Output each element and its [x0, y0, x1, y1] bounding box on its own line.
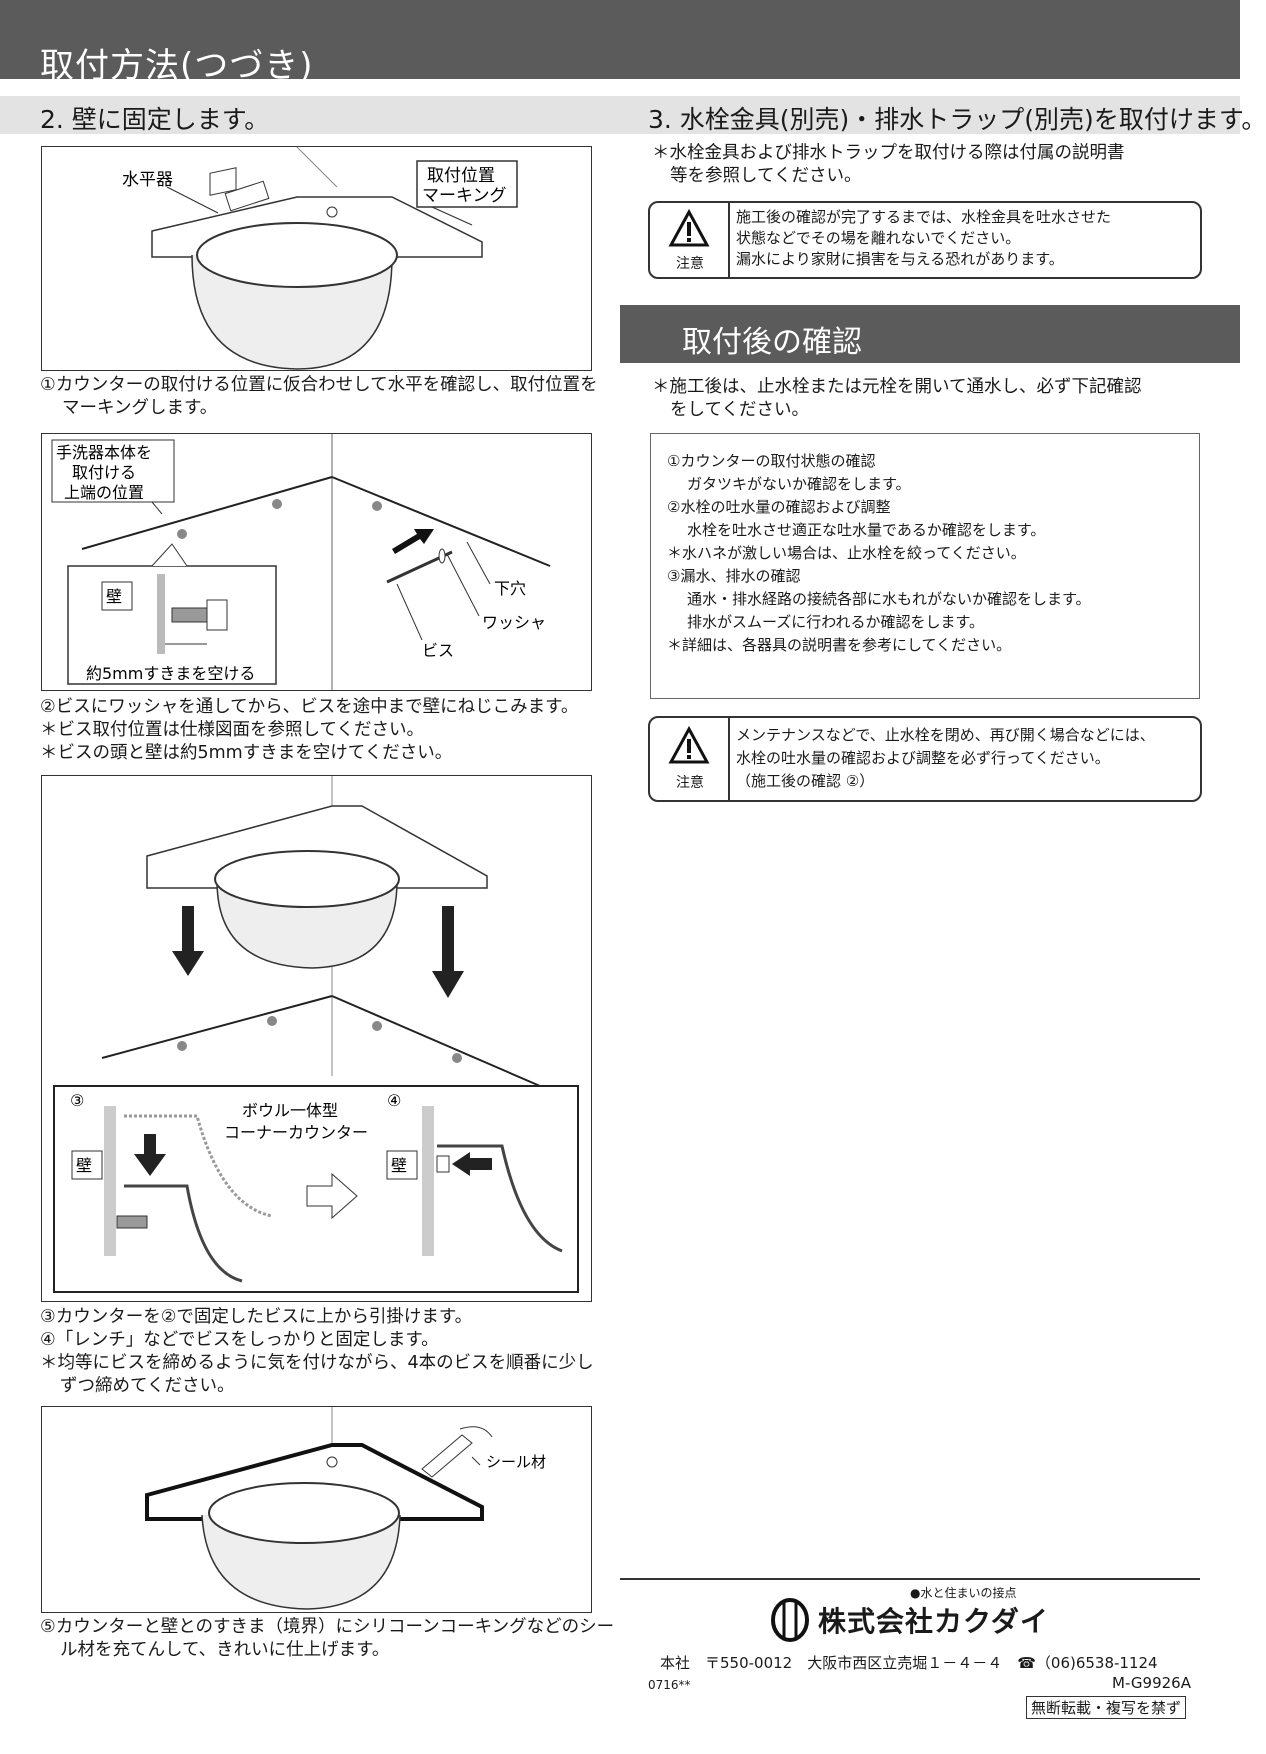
- caption-1-line2: マーキングします。: [62, 398, 218, 418]
- step-4-marker: ④: [387, 1091, 401, 1110]
- caption-4-line1: ⑤カウンターと壁とのすきま（境界）にシリコーンコーキングなどのシー: [40, 1617, 615, 1637]
- check-2-note: ＊水ハネが激しい場合は、止水栓を絞ってください。: [667, 544, 1026, 562]
- top-pos-label-2: 取付ける: [72, 463, 136, 482]
- figure-screw-install: 手洗器本体を 取付ける 上端の位置 壁 約5mmすきまを空ける 下穴 ワッシャ …: [41, 433, 592, 691]
- page-header: 取付方法(つづき): [0, 0, 1240, 86]
- caution-box-1: 注意 施工後の確認が完了するまでは、水栓金具を吐水させた 状態などでその場を離れ…: [648, 201, 1202, 279]
- after-install-header: 取付後の確認: [620, 305, 1240, 363]
- caption-3-line3: ＊均等にビスを締めるように気を付けながら、4本のビスを順番に少し: [40, 1353, 594, 1373]
- top-pos-label-1: 手洗器本体を: [56, 443, 152, 462]
- check-1-title: ①カウンターの取付状態の確認: [667, 452, 876, 470]
- company-logo-icon: [771, 1598, 809, 1642]
- warning-icon: [668, 725, 710, 764]
- caution-2-line2: 水栓の吐水量の確認および調整を必ず行ってください。: [736, 749, 1110, 767]
- figure-hang-counter: ③ ④ 壁 ボウル一体型 コーナーカウンター 壁: [41, 775, 592, 1302]
- header-underline: [0, 79, 1240, 82]
- top-pos-label-3: 上端の位置: [64, 483, 144, 502]
- company-name: 株式会社カクダイ: [818, 1605, 1049, 1638]
- check-1-desc: ガタツキがないか確認をします。: [687, 475, 911, 493]
- check-list-box: ①カウンターの取付状態の確認 ガタツキがないか確認をします。 ②水栓の吐水量の確…: [650, 433, 1200, 699]
- company-tagline: ●水と住まいの接点: [910, 1586, 1017, 1600]
- caption-1-line1: ①カウンターの取付ける位置に仮合わせして水平を確認し、取付位置を: [40, 375, 598, 395]
- caution-label-2: 注意: [676, 775, 704, 791]
- counter-label-2: コーナーカウンター: [224, 1123, 368, 1142]
- caption-3-line2: ④「レンチ」などでビスをしっかりと固定します。: [40, 1330, 439, 1350]
- step2-title: 2. 壁に固定します。: [40, 105, 270, 134]
- caption-2-line2: ＊ビス取付位置は仕様図面を参照してください。: [40, 720, 424, 740]
- model-number: M-G9926A: [1112, 1674, 1191, 1692]
- hole-label: 下穴: [494, 579, 526, 598]
- washer-label: ワッシャ: [482, 613, 546, 632]
- doc-code: 0716**: [648, 1678, 691, 1692]
- wall-label-4: 壁: [391, 1156, 407, 1175]
- caption-2-line3: ＊ビスの頭と壁は約5mmすきまを空けてください。: [40, 743, 453, 763]
- caution-box-2: 注意 メンテナンスなどで、止水栓を閉め、再び開く場合などには、 水栓の吐水量の確…: [648, 716, 1202, 802]
- wall-label: 壁: [106, 587, 122, 606]
- step3-note-line1: ＊水栓金具および排水トラップを取付ける際は付属の説明書: [652, 143, 1125, 163]
- after-note-line2: をしてください。: [670, 400, 809, 420]
- marking-label-2: マーキング: [422, 186, 507, 206]
- marking-label-1: 取付位置: [427, 166, 495, 186]
- check-2-desc: 水栓を吐水させ適正な吐水量であるか確認をします。: [687, 521, 1046, 539]
- warning-icon: [668, 208, 710, 247]
- caption-2-line1: ②ビスにワッシャを通してから、ビスを途中まで壁にねじこみます。: [40, 697, 579, 717]
- section-bar: 2. 壁に固定します。 3. 水栓金具(別売)・排水トラップ(別売)を取付けます…: [0, 96, 1266, 134]
- company-address: 本社 〒550-0012 大阪市西区立売堀１－４－４ ☎（06)6538-112…: [660, 1654, 1158, 1672]
- after-install-title: 取付後の確認: [682, 325, 862, 360]
- step3-title: 3. 水栓金具(別売)・排水トラップ(別売)を取付けます。: [648, 105, 1266, 134]
- caution-label-1: 注意: [676, 256, 704, 272]
- sealant-label: シール材: [486, 1453, 546, 1471]
- caption-3-line4: ずつ締めてください。: [60, 1376, 235, 1396]
- caution-1-line1: 施工後の確認が完了するまでは、水栓金具を吐水させた: [736, 208, 1112, 226]
- caution-2-line1: メンテナンスなどで、止水栓を閉め、再び開く場合などには、: [736, 726, 1155, 744]
- caution-2-line3: （施工後の確認 ②）: [736, 772, 875, 790]
- check-3-desc1: 通水・排水経路の接続各部に水もれがないか確認をします。: [687, 590, 1091, 608]
- check-2-title: ②水栓の吐水量の確認および調整: [667, 498, 891, 516]
- caption-3-line1: ③カウンターを②で固定したビスに上から引掛けます。: [40, 1307, 473, 1327]
- gap-label: 約5mmすきまを空ける: [86, 664, 255, 683]
- check-3-desc2: 排水がスムーズに行われるか確認をします。: [687, 613, 985, 631]
- caption-4-line2: ル材を充てんして、きれいに仕上げます。: [60, 1640, 390, 1660]
- figure-sealant: シール材: [41, 1406, 592, 1613]
- step-3-marker: ③: [70, 1091, 84, 1110]
- level-label: 水平器: [122, 170, 173, 190]
- counter-label-1: ボウル一体型: [242, 1101, 338, 1120]
- wall-label-3: 壁: [76, 1156, 92, 1175]
- copyright-notice: 無断転載・複写を禁ず: [1026, 1696, 1187, 1719]
- footer-divider: [620, 1578, 1200, 1580]
- caution-1-line2: 状態などでその場を離れないでください。: [736, 229, 1021, 247]
- caution-1-line3: 漏水により家財に損害を与える恐れがあります。: [736, 250, 1064, 268]
- after-note-line1: ＊施工後は、止水栓または元栓を開いて通水し、必ず下記確認: [652, 377, 1142, 397]
- check-3-note: ＊詳細は、各器具の説明書を参考にしてください。: [667, 636, 1012, 654]
- screw-label: ビス: [422, 641, 454, 660]
- step3-note-line2: 等を参照してください。: [670, 166, 862, 186]
- figure-level-check: 水平器 取付位置 マーキング: [41, 146, 592, 371]
- check-3-title: ③漏水、排水の確認: [667, 567, 801, 585]
